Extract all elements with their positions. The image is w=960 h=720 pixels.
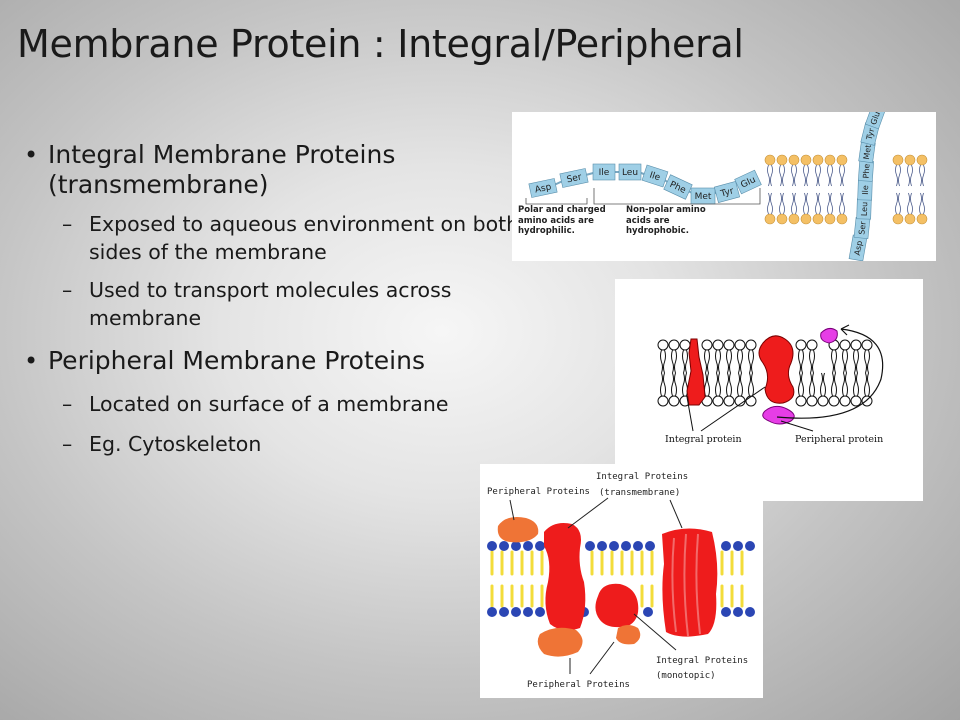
integral-pointer-1 (686, 396, 694, 432)
peripheral-protein-top (820, 327, 838, 344)
bilayer-bottom-leaflet (764, 192, 928, 225)
transmembrane-chain: Asp Ser Leu Ile Phe Met Tyr Glu (848, 112, 886, 261)
nonpolar-caption: Non-polar amino acids are hydrophobic. (626, 205, 706, 236)
slide-title: Membrane Protein : Integral/Peripheral (17, 22, 744, 66)
sub-bullet-surface-text: Located on surface of a membrane (89, 392, 449, 416)
sub-bullet-exposed-text: Exposed to aqueous environment on both s… (89, 212, 520, 264)
bullet-peripheral-text: Peripheral Membrane Proteins (48, 346, 425, 375)
monotopic-protein (595, 583, 639, 628)
residue-asp: Asp (528, 178, 558, 198)
transmembrane-protein-left (544, 523, 586, 631)
arrow-head-icon (840, 324, 850, 336)
polar-bracket (525, 198, 588, 205)
bullet-integral-text: Integral Membrane Proteins (transmembran… (48, 140, 396, 199)
protein-types-diagram: Peripheral Proteins Integral Proteins (t… (487, 472, 755, 690)
svg-text:Met: Met (862, 144, 873, 160)
integral-protein-label: Integral protein (665, 434, 742, 445)
bullet-peripheral: • Peripheral Membrane Proteins (24, 346, 524, 376)
dash-icon: – (62, 432, 73, 456)
residue-glu: Glu (734, 169, 762, 195)
figure-protein-types: Peripheral Proteins Integral Proteins (t… (480, 464, 763, 698)
sub-bullet-exposed: – Exposed to aqueous environment on both… (24, 210, 524, 266)
integral-protein-wide (758, 335, 795, 404)
peripheral-pointer (780, 420, 814, 432)
peripheral-protein-label: Peripheral protein (795, 434, 883, 445)
integral-trans-label-line2: (transmembrane) (599, 488, 680, 498)
bullet-integral: • Integral Membrane Proteins (transmembr… (24, 140, 524, 200)
peripheral-protein-top-blob (497, 517, 539, 543)
transmembrane-texture (671, 533, 701, 637)
residue-leu: Leu (618, 163, 642, 181)
svg-text:Tyr: Tyr (719, 186, 736, 199)
residue-tyr: Tyr (713, 181, 741, 203)
peripheral-proteins-bottom-label: Peripheral Proteins (527, 680, 630, 690)
sub-bullet-transport: – Used to transport molecules across mem… (24, 276, 524, 332)
svg-text:Ile: Ile (648, 171, 662, 184)
integral-trans-label-line1: Integral Proteins (596, 472, 688, 482)
residue-ile-2: Ile (641, 164, 669, 188)
bullet-dot-icon: • (24, 141, 39, 169)
peripheral-proteins-top-label: Peripheral Proteins (487, 487, 590, 497)
svg-text:Ser: Ser (857, 220, 867, 235)
integral-mono-label-line1: Integral Proteins (656, 656, 748, 666)
peripheral-protein-bottom (762, 405, 795, 425)
bilayer-top-leaflet (764, 154, 928, 187)
svg-text:Asp: Asp (534, 182, 553, 195)
dash-icon: – (62, 278, 73, 302)
dash-icon: – (62, 212, 73, 236)
amino-acid-chain-diagram: Asp Ser Ile Leu Ile Phe (518, 112, 928, 261)
residue-ser: Ser (559, 168, 589, 188)
dash-icon: – (62, 392, 73, 416)
bilayer-diagram: Integral protein Peripheral protein (657, 324, 884, 445)
nonpolar-bracket (593, 188, 761, 205)
bilayer-heads-top (487, 541, 755, 551)
svg-text:Leu: Leu (622, 168, 638, 178)
integral-protein-narrow (686, 338, 706, 406)
svg-text:Leu: Leu (860, 202, 869, 217)
svg-text:Ile: Ile (599, 168, 610, 178)
integral-pointer-2 (700, 386, 766, 432)
integral-mono-label-line2: (monotopic) (656, 671, 716, 681)
svg-text:Ser: Ser (566, 172, 583, 185)
svg-text:Phe: Phe (861, 163, 871, 178)
sub-bullet-transport-text: Used to transport molecules across membr… (89, 278, 452, 330)
peripheral-protein-bottom-blob (537, 627, 583, 657)
svg-text:Asp: Asp (853, 240, 864, 256)
sub-bullet-surface: – Located on surface of a membrane (24, 390, 473, 418)
monotopic-peripheral-blob (616, 625, 641, 645)
curved-arrow (776, 328, 884, 419)
svg-text:Tyr: Tyr (864, 127, 876, 142)
svg-text:Met: Met (695, 192, 712, 202)
sub-bullet-cytoskeleton: – Eg. Cytoskeleton (24, 430, 524, 458)
residue-met: Met (690, 187, 716, 205)
figure-amino-acid-chain: Asp Ser Ile Leu Ile Phe (512, 112, 936, 261)
bullet-list: • Integral Membrane Proteins (transmembr… (24, 140, 524, 458)
bullet-dot-icon: • (24, 347, 39, 375)
svg-text:Ile: Ile (861, 185, 870, 195)
residue-phe: Phe (663, 174, 693, 200)
transmembrane-protein-right (662, 528, 718, 637)
pointer-lines (509, 497, 683, 675)
residue-ile-1: Ile (592, 163, 616, 181)
sub-bullet-cytoskeleton-text: Eg. Cytoskeleton (89, 432, 262, 456)
polar-caption: Polar and charged amino acids are hydrop… (518, 205, 606, 236)
bilayer-heads-bottom (487, 607, 755, 617)
